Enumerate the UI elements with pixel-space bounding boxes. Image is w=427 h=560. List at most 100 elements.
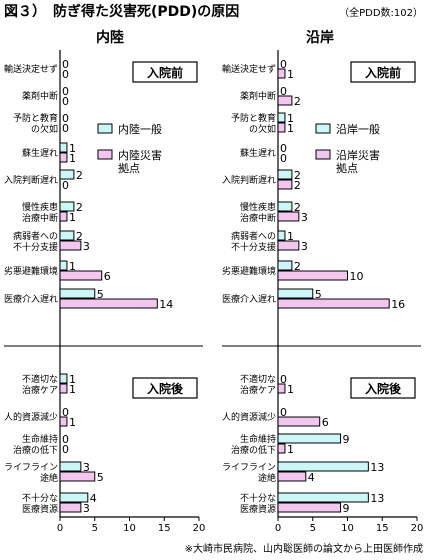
- category-label: 予防と教育の欠如: [13, 112, 58, 135]
- category-label: 薬剤中断: [22, 90, 58, 102]
- bar: [277, 112, 286, 123]
- category-label: 病弱者への不十分支援: [231, 230, 276, 253]
- category-label: 劣悪避難環境: [222, 265, 276, 277]
- group-label: 入院後: [147, 381, 184, 396]
- bar-value-label: 10: [350, 270, 364, 283]
- bar-value-label: 1: [287, 122, 294, 135]
- bar-value-label: 1: [69, 142, 76, 155]
- bar: [59, 270, 103, 281]
- bar: [277, 68, 286, 79]
- bar-value-label: 0: [62, 406, 69, 419]
- legend-swatch: [97, 123, 113, 134]
- bar-value-label: 1: [69, 373, 76, 386]
- x-tick-label: 15: [376, 523, 389, 534]
- x-tick-label: 10: [341, 523, 354, 534]
- category-label: 予防と教育の欠如: [231, 112, 276, 135]
- bar-value-label: 2: [76, 230, 83, 243]
- category-label: 不十分な医療資源: [22, 492, 58, 515]
- category-label: 生命維持治療の低下: [231, 433, 276, 456]
- bar-value-label: 0: [280, 58, 287, 71]
- group-label-box: [132, 377, 198, 399]
- panel-title: 内陸: [96, 29, 124, 46]
- category-label: ライフライン途絶: [222, 462, 276, 484]
- bar-value-label: 0: [280, 152, 287, 165]
- bar: [277, 298, 390, 309]
- bar: [59, 260, 68, 271]
- bar: [277, 122, 286, 133]
- bar: [59, 211, 68, 222]
- category-label: 慢性疾患治療中断: [22, 201, 58, 224]
- bar-value-label: 0: [280, 142, 287, 155]
- category-label: 不適切な治療ケア: [22, 373, 58, 396]
- bar-value-label: 13: [370, 492, 384, 505]
- x-tick-label: 5: [310, 523, 316, 534]
- legend-label: 内陸災害拠点: [118, 148, 162, 175]
- legend-swatch: [315, 123, 331, 134]
- category-label: 不適切な治療ケア: [240, 373, 276, 396]
- bar: [59, 471, 96, 482]
- bar-value-label: 1: [287, 112, 294, 125]
- bar-value-label: 13: [370, 461, 384, 474]
- category-label: 不十分な医療資源: [240, 492, 276, 515]
- group-label-box: [350, 377, 416, 399]
- bar-value-label: 6: [104, 270, 111, 283]
- category-label: 蘇生遅れ: [240, 147, 276, 159]
- bar-value-label: 1: [69, 416, 76, 429]
- category-label: 輸送決定せず: [4, 63, 58, 75]
- category-label: 人的資源減少: [222, 411, 276, 423]
- bar: [59, 492, 89, 503]
- bar-value-label: 2: [76, 201, 83, 214]
- bar: [59, 373, 68, 384]
- category-label: 薬剤中断: [240, 90, 276, 102]
- bar-value-label: 0: [62, 58, 69, 71]
- x-tick-label: 0: [57, 523, 63, 534]
- bar-value-label: 1: [69, 211, 76, 224]
- legend-label: 内陸一般: [118, 122, 162, 136]
- bar-value-label: 2: [76, 169, 83, 182]
- bar: [277, 492, 369, 503]
- bar-value-label: 0: [62, 112, 69, 125]
- bar: [59, 298, 158, 309]
- bar: [277, 383, 286, 394]
- bar-value-label: 5: [97, 288, 104, 301]
- bar-value-label: 2: [294, 260, 301, 273]
- bar-value-label: 2: [294, 179, 301, 192]
- bar: [277, 260, 293, 271]
- x-tick-label: 20: [411, 523, 424, 534]
- category-label: 劣悪避難環境: [4, 265, 58, 277]
- bar-value-label: 0: [280, 373, 287, 386]
- bar: [277, 270, 348, 281]
- bar: [277, 95, 293, 106]
- bar-value-label: 5: [97, 471, 104, 484]
- bar-value-label: 1: [69, 260, 76, 273]
- category-label: 医療介入遅れ: [4, 293, 58, 305]
- x-tick-label: 5: [92, 523, 98, 534]
- bar: [277, 169, 293, 180]
- category-label: 病弱者への不十分支援: [13, 230, 58, 253]
- bar-value-label: 0: [62, 433, 69, 446]
- category-label: 医療介入遅れ: [222, 293, 276, 305]
- bar-value-label: 0: [62, 85, 69, 98]
- bar: [277, 240, 300, 251]
- bar-value-label: 0: [280, 406, 287, 419]
- group-label-box: [350, 61, 416, 83]
- category-label: 輸送決定せず: [222, 63, 276, 75]
- bar: [59, 240, 82, 251]
- group-label-box: [132, 61, 198, 83]
- x-tick-label: 15: [158, 523, 171, 534]
- x-tick-label: 0: [275, 523, 281, 534]
- bar: [59, 230, 75, 241]
- bar-value-label: 5: [315, 288, 322, 301]
- bar: [277, 461, 369, 472]
- bar-value-label: 1: [69, 383, 76, 396]
- bar-value-label: 1: [69, 152, 76, 165]
- category-label: ライフライン途絶: [4, 462, 58, 484]
- bar-value-label: 1: [287, 383, 294, 396]
- bar: [59, 169, 75, 180]
- bar-value-label: 0: [62, 179, 69, 192]
- x-tick-label: 20: [193, 523, 206, 534]
- legend-label: 沿岸災害拠点: [336, 148, 380, 175]
